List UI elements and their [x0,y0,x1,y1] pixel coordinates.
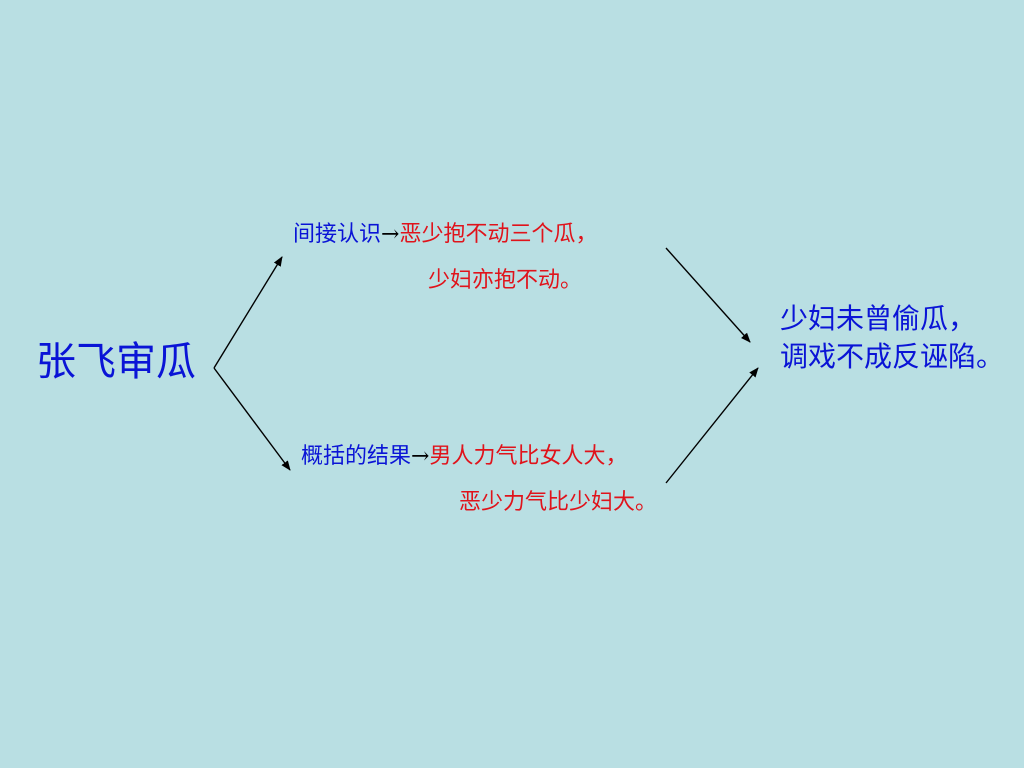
lower-branch-text2: 恶少力气比少妇大。 [459,490,658,515]
upper-branch-text2: 少妇亦抱不动。 [428,268,583,293]
upper-branch-text1: 恶少抱不动三个瓜， [399,222,598,247]
lower-branch-label: 概括的结果 [301,444,412,469]
lower-branch-text1: 男人力气比女人大， [429,444,628,469]
upper-branch-arrow: → [381,222,400,247]
lower-branch-arrow: → [411,444,430,469]
upper-branch-label: 间接认识 [293,222,382,247]
upper-branch-line1: 间接认识→恶少抱不动三个瓜， [293,224,597,246]
lower-branch-line1: 概括的结果→男人力气比女人大， [301,446,627,468]
conclusion-line2: 调戏不成反诬陷。 [780,340,1005,373]
conclusion-line1: 少妇未曾偷瓜， [780,302,977,335]
arrow-lower-to-conclusion [665,367,759,484]
main-title: 张飞审瓜 [36,339,196,385]
arrow-title-to-upper [213,256,283,369]
arrow-title-to-lower [213,367,291,471]
arrow-upper-to-conclusion [665,247,751,343]
